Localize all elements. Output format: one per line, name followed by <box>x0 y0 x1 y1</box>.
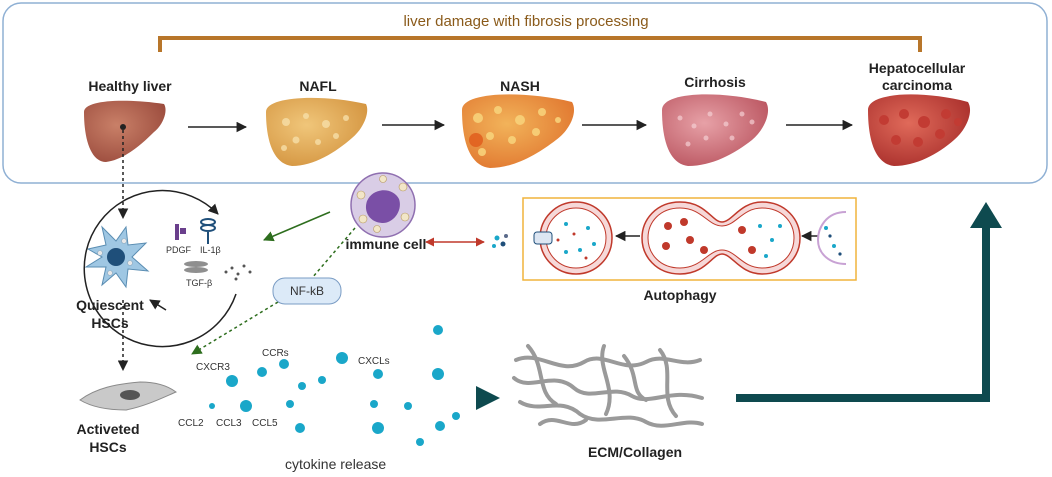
autocrine-loop <box>83 189 237 348</box>
autolysosome-icon <box>533 201 613 275</box>
autophagy-box <box>522 197 857 281</box>
stage-label-nash: NASH <box>500 78 540 94</box>
immune-cell-label: immune cell <box>345 236 427 252</box>
fusion-icon <box>641 201 801 275</box>
progression-bracket <box>158 36 922 52</box>
quiescent-hsc-label: Quiescent HSCs <box>76 297 144 331</box>
tgfb-icon <box>184 261 208 273</box>
ccl2-label: CCL2 <box>178 418 204 429</box>
nfkb-box <box>272 277 342 305</box>
particles-icon <box>224 264 252 281</box>
autophagy-label: Autophagy <box>643 287 717 303</box>
ecm-collagen-icon <box>512 344 704 428</box>
healthy-liver-icon <box>84 100 166 162</box>
ecm-to-hcc-arrowhead <box>970 202 1002 228</box>
activated-hsc-icon <box>79 381 177 411</box>
stage-label-cirrhosis: Cirrhosis <box>684 74 746 90</box>
hcc-liver-icon <box>868 94 971 166</box>
il1b-label: IL-1β <box>200 245 221 255</box>
loop-head <box>149 299 167 311</box>
ecm-to-hcc-arrow <box>736 226 990 402</box>
cxcls-label: CXCLs <box>358 356 390 367</box>
ccrs-label: CCRs <box>262 348 289 359</box>
progression-frame <box>2 2 1048 184</box>
cirrhosis-liver-icon <box>662 94 769 166</box>
cytokine-release-label: cytokine release <box>285 456 387 472</box>
pdgf-label: PDGF <box>166 245 192 255</box>
ccl3-label: CCL3 <box>216 418 242 429</box>
phagophore-icon <box>816 211 847 265</box>
ccl5-label: CCL5 <box>252 418 278 429</box>
tgfb-label: TGF-β <box>186 278 213 288</box>
nfkb-label: NF-kB <box>290 284 324 298</box>
il1b-icon <box>200 218 216 244</box>
pdgf-icon <box>175 224 186 240</box>
stage-label-hcc: Hepatocellular carcinoma <box>868 60 966 93</box>
cytokine-release-arrowhead <box>476 386 500 410</box>
stage-label-nafl: NAFL <box>299 78 337 94</box>
ecm-label: ECM/Collagen <box>587 444 683 460</box>
liver-origin-dot <box>120 124 126 130</box>
immune-to-hsc-arrow <box>263 211 331 242</box>
quiescent-hsc-icon <box>84 225 150 289</box>
immune-cell-icon <box>350 172 416 238</box>
banner-title: liver damage with fibrosis processing <box>403 13 649 30</box>
cytokine-dots <box>209 325 460 446</box>
nfkb-to-cytokine-arrow <box>191 301 279 355</box>
activated-hsc-label: Activeted HSCs <box>76 421 140 455</box>
cxcr3-label: CXCR3 <box>196 362 230 373</box>
stage-label-healthy: Healthy liver <box>88 78 172 94</box>
nafl-liver-icon <box>266 97 368 166</box>
immune-to-nfkb-line <box>311 227 356 279</box>
released-particles-icon <box>492 234 508 248</box>
nash-liver-icon <box>462 94 575 168</box>
